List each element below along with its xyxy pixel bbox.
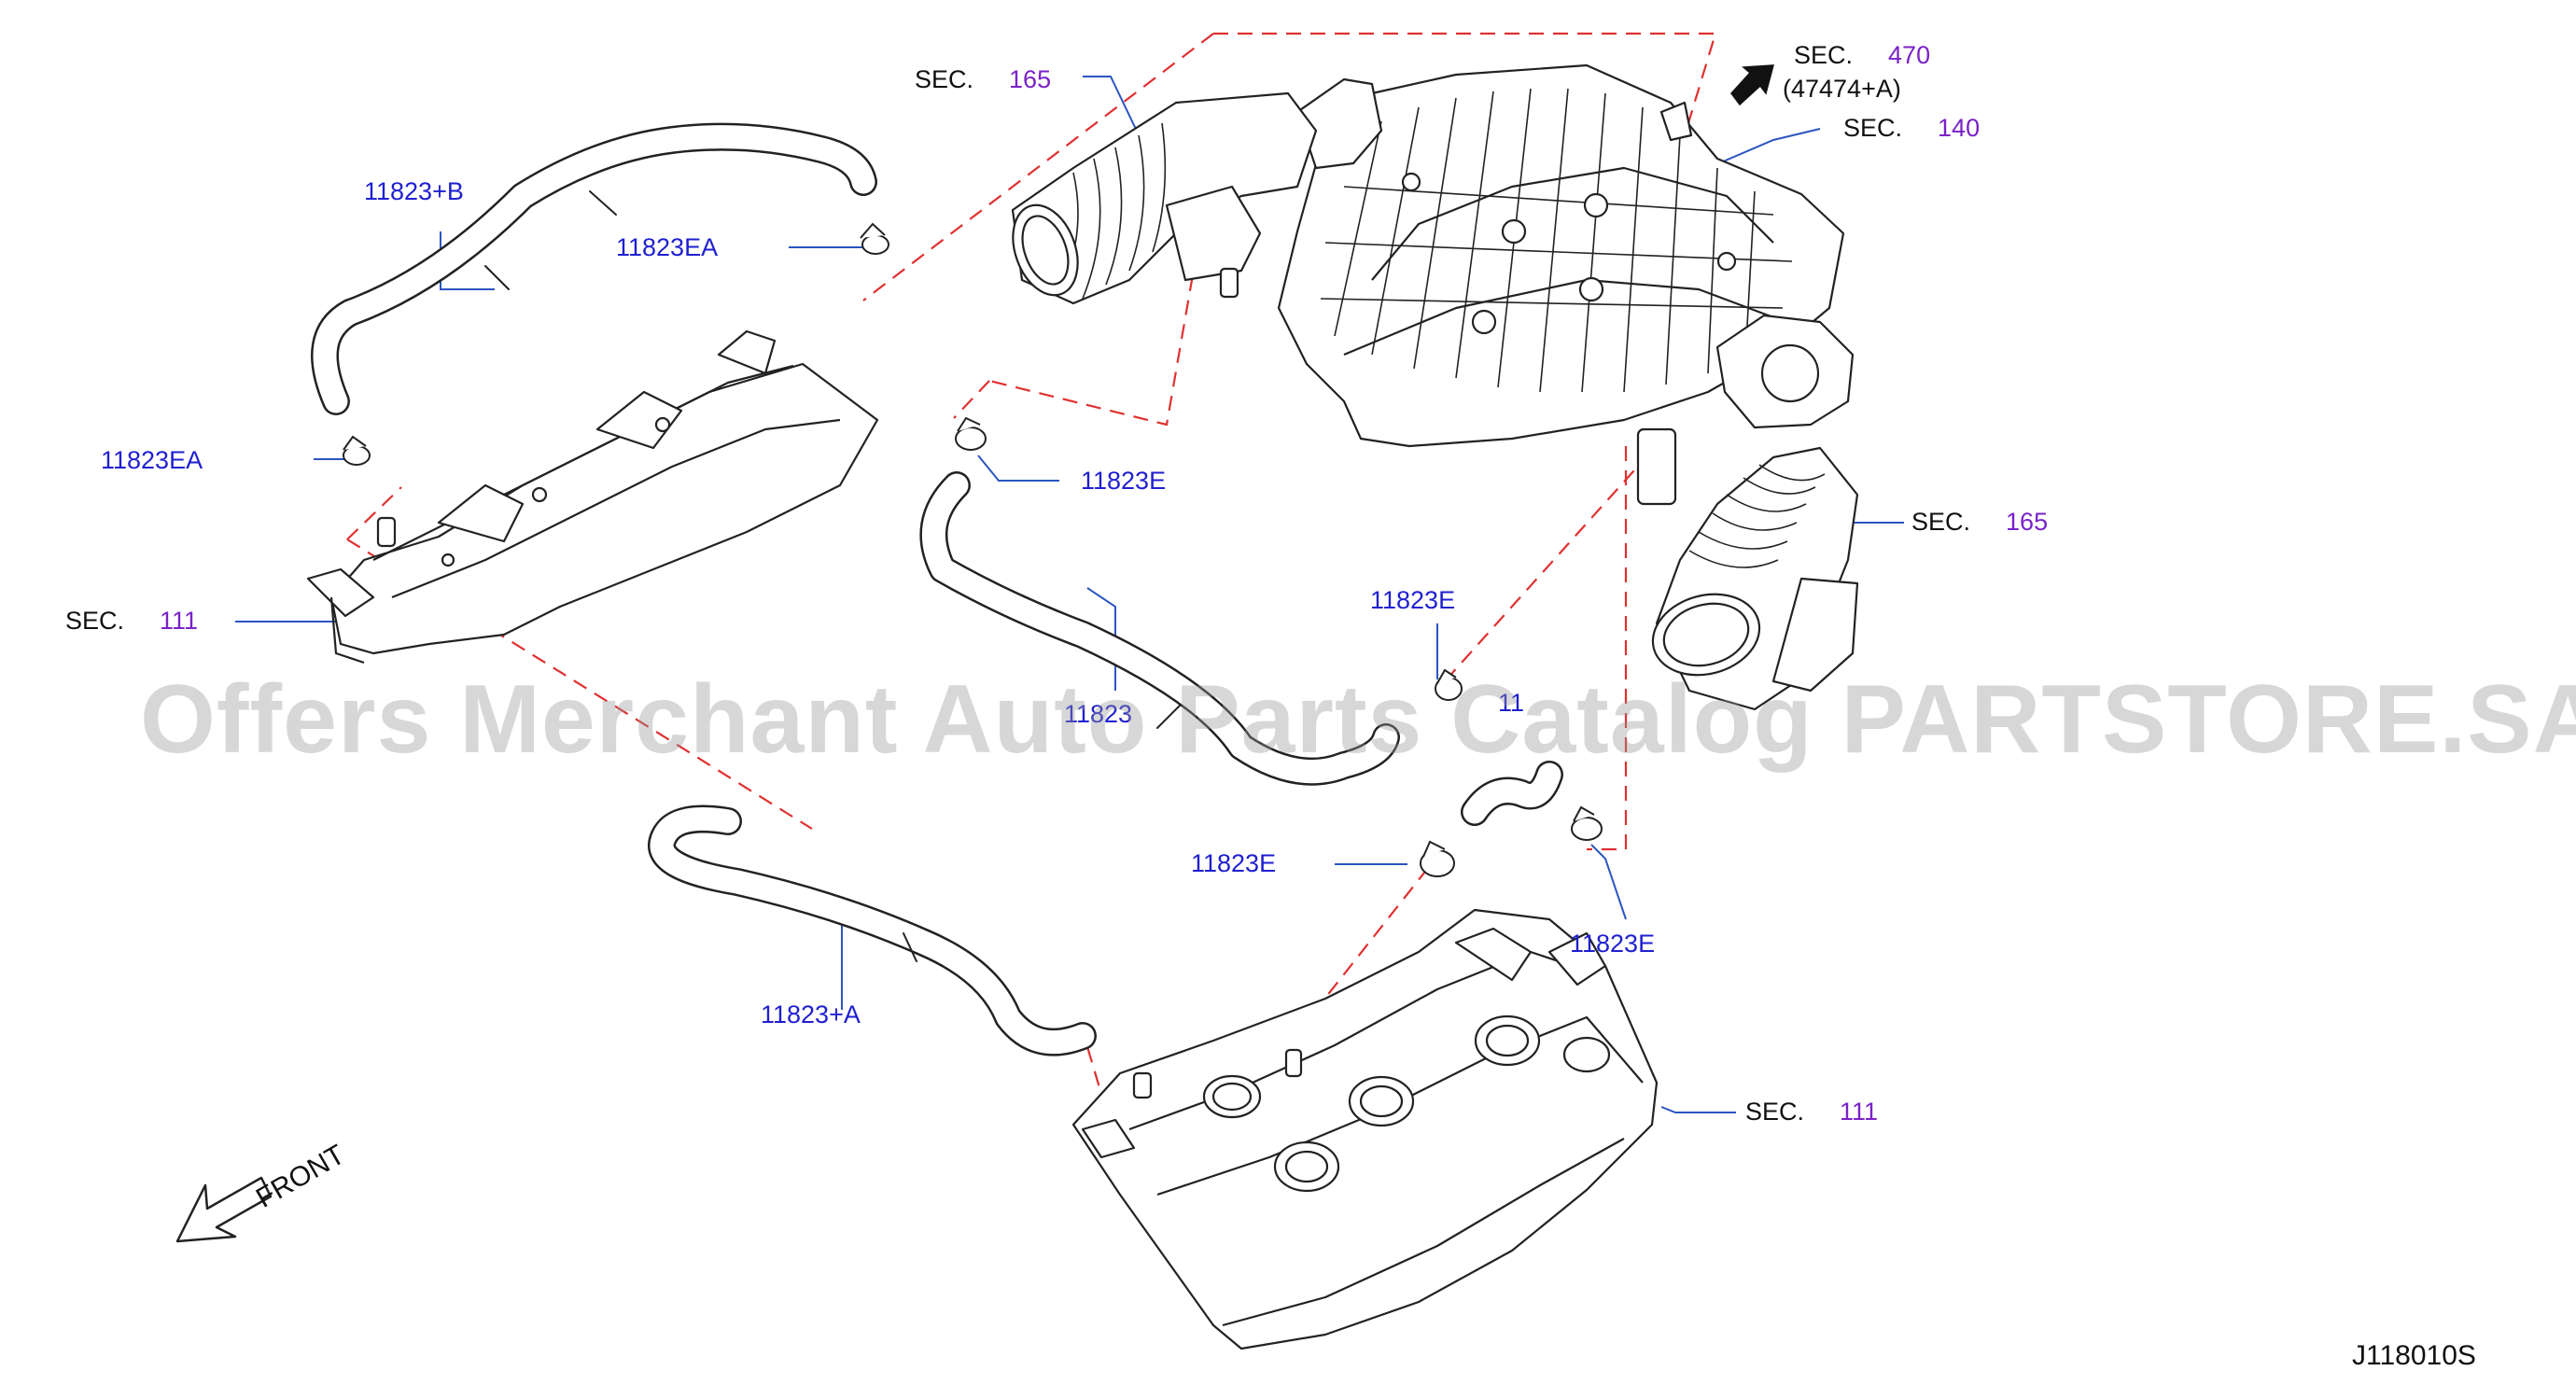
part-11823-partial2-label: 11	[1498, 689, 1525, 717]
part-11823-partial-label: 11823	[1064, 700, 1133, 728]
sec-470-number: 470	[1888, 41, 1931, 69]
air-duct-upper	[1011, 91, 1318, 305]
sec-470-sub-label: (47474+A)	[1783, 75, 1901, 103]
intake-manifold	[1277, 63, 1855, 506]
watermark-text: Offers Merchant Auto Parts Catalog PARTS…	[140, 665, 2576, 774]
sec-label-text: SEC.	[1745, 1098, 1805, 1126]
sec-111-bottom-label: SEC. 111	[1745, 1099, 1878, 1125]
sec-111-number: 111	[1840, 1098, 1879, 1126]
part-11823e-1-label: 11823E	[1081, 467, 1167, 495]
front-arrow-icon	[175, 1176, 273, 1243]
part-11823ea-left-label: 11823EA	[101, 446, 203, 474]
rocker-cover-right	[1071, 908, 1659, 1350]
sec-140-label: SEC. 140	[1843, 116, 1980, 141]
part-11823e-4-label: 11823E	[1570, 930, 1656, 958]
part-11823-a-label: 11823+A	[761, 1000, 861, 1028]
sec-label-text: SEC.	[1794, 41, 1854, 69]
sec-label-text: SEC.	[1843, 114, 1903, 142]
clamps	[343, 222, 1603, 877]
sec-label-text: SEC.	[915, 65, 974, 93]
sec-165-right-label: SEC. 165	[1911, 510, 2048, 535]
sec-165-top-label: SEC. 165	[915, 67, 1051, 92]
sec-165-number: 165	[2006, 508, 2049, 536]
sec-111-number: 111	[160, 607, 199, 635]
sec-label-text: SEC.	[1911, 508, 1971, 536]
rocker-cover-left	[306, 329, 879, 665]
sec-label-text: SEC.	[65, 607, 125, 635]
part-11823-b-label: 11823+B	[364, 177, 464, 205]
part-11823e-3-label: 11823E	[1191, 849, 1277, 877]
sec-470-label: SEC. 470	[1794, 43, 1930, 68]
part-11823ea-top-label: 11823EA	[616, 233, 719, 261]
sec-111-left-label: SEC. 111	[65, 609, 198, 634]
air-duct-right	[1651, 446, 1859, 711]
part-11823e-2-label: 11823E	[1370, 586, 1456, 614]
sec-165-number: 165	[1009, 65, 1052, 93]
hoses	[311, 122, 1563, 1056]
sec-140-number: 140	[1938, 114, 1981, 142]
diagram-code-label: J118010S	[2352, 1340, 2476, 1371]
sec-470-arrow-icon	[1730, 64, 1774, 106]
